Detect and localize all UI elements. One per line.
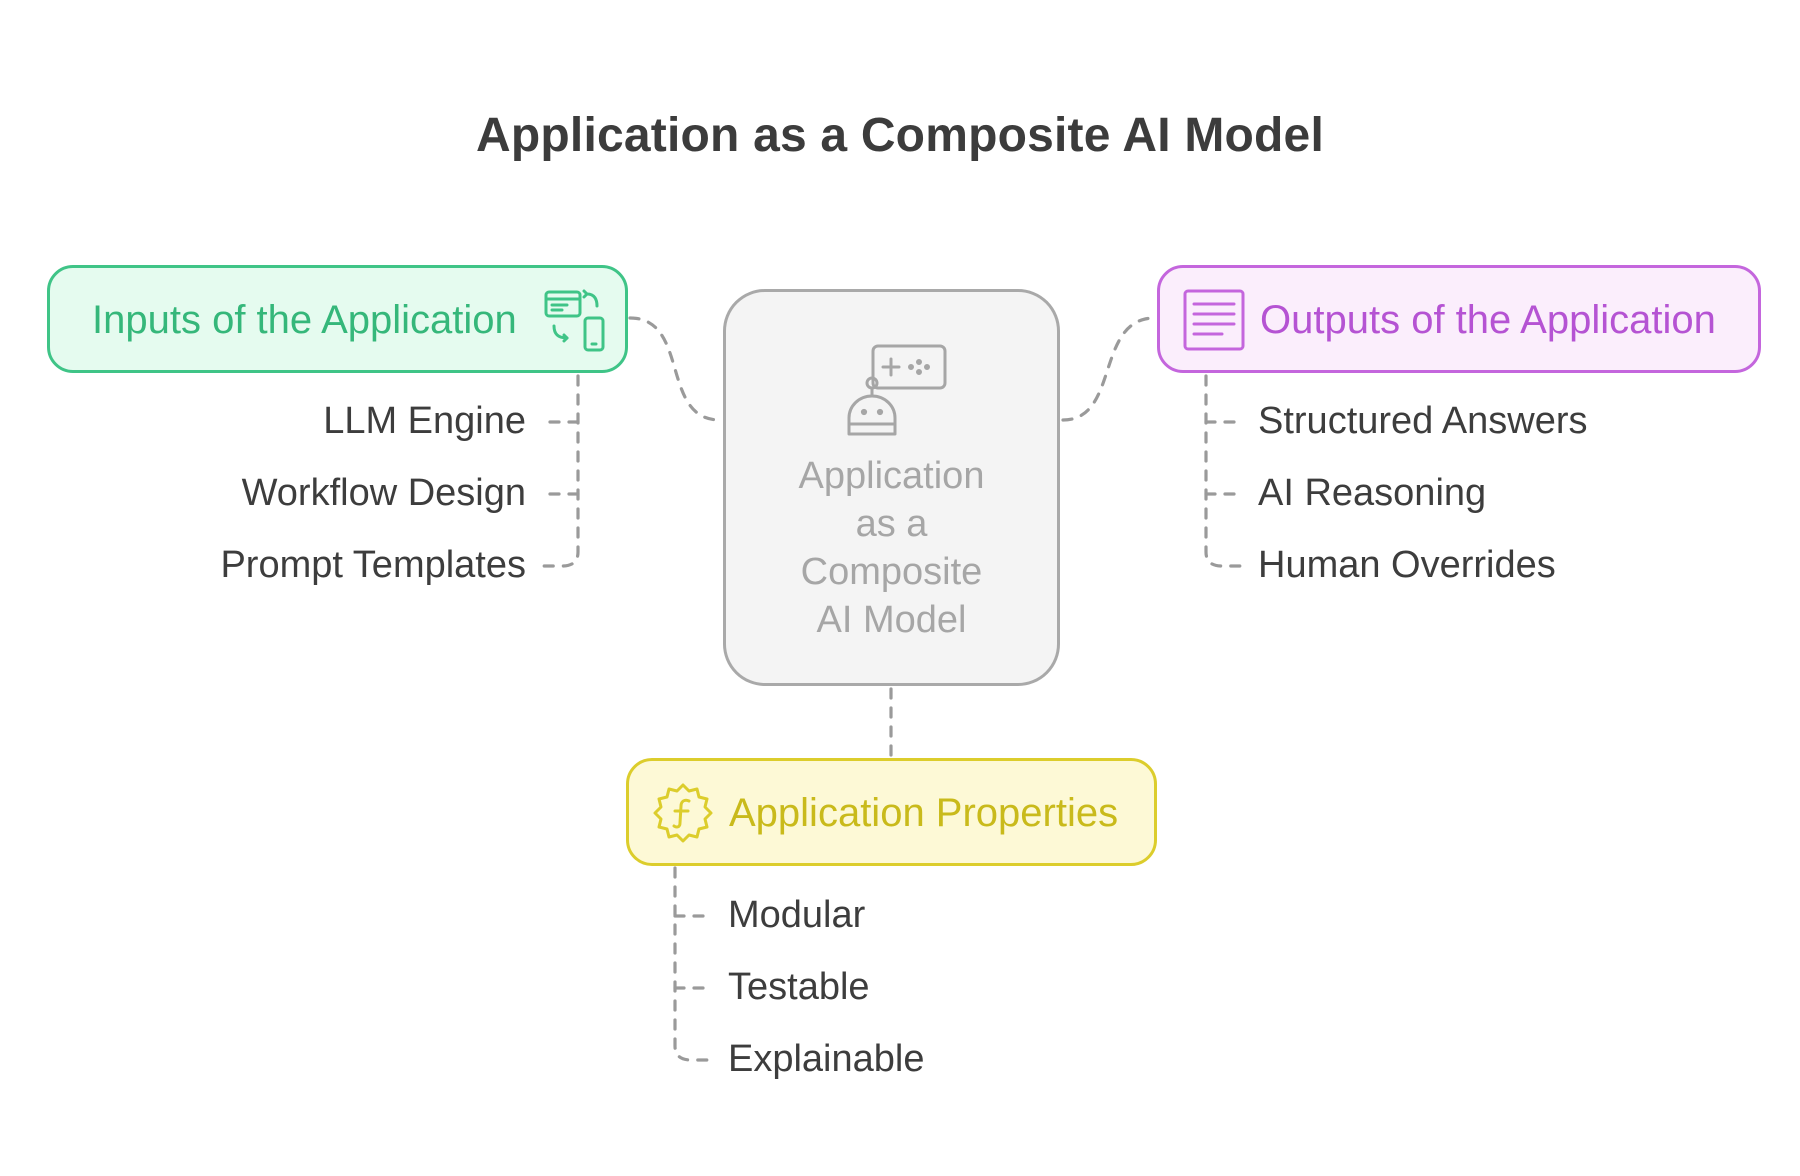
center-line-2: as a <box>855 503 928 545</box>
outputs-node: Outputs of the Application <box>1157 265 1761 373</box>
inputs-item-workflow-design: Workflow Design <box>241 472 526 514</box>
center-line-1: Application <box>798 455 985 497</box>
properties-label: Application Properties <box>729 791 1119 835</box>
outputs-item-structured-answers: Structured Answers <box>1258 400 1588 442</box>
diagram-title: Application as a Composite AI Model <box>476 109 1324 162</box>
center-line-4: AI Model <box>816 599 967 641</box>
device-sync-icon <box>544 289 605 352</box>
function-badge-icon <box>653 783 713 843</box>
connector-inputs-items <box>540 374 580 568</box>
center-node: Application as a Composite AI Model <box>723 289 1060 686</box>
outputs-label: Outputs of the Application <box>1260 298 1716 342</box>
properties-item-testable: Testable <box>728 966 870 1008</box>
inputs-item-prompt-templates: Prompt Templates <box>220 544 526 586</box>
properties-item-modular: Modular <box>728 894 866 936</box>
connector-outputs-items <box>1204 374 1244 568</box>
inputs-item-llm-engine: LLM Engine <box>323 400 526 442</box>
inputs-node: Inputs of the Application <box>47 265 628 373</box>
document-lines-icon <box>1183 289 1245 351</box>
connector-properties-items <box>673 866 713 1062</box>
properties-item-explainable: Explainable <box>728 1038 925 1080</box>
robot-gamepad-icon <box>847 344 947 436</box>
outputs-item-ai-reasoning: AI Reasoning <box>1258 472 1487 514</box>
center-line-3: Composite <box>800 551 983 593</box>
inputs-label: Inputs of the Application <box>92 298 517 342</box>
properties-node: Application Properties <box>626 758 1157 866</box>
connector-inputs-center <box>628 316 722 422</box>
outputs-item-human-overrides: Human Overrides <box>1258 544 1556 586</box>
connector-center-outputs <box>1061 316 1157 422</box>
center-label: Application as a Composite AI Model <box>726 452 1057 644</box>
